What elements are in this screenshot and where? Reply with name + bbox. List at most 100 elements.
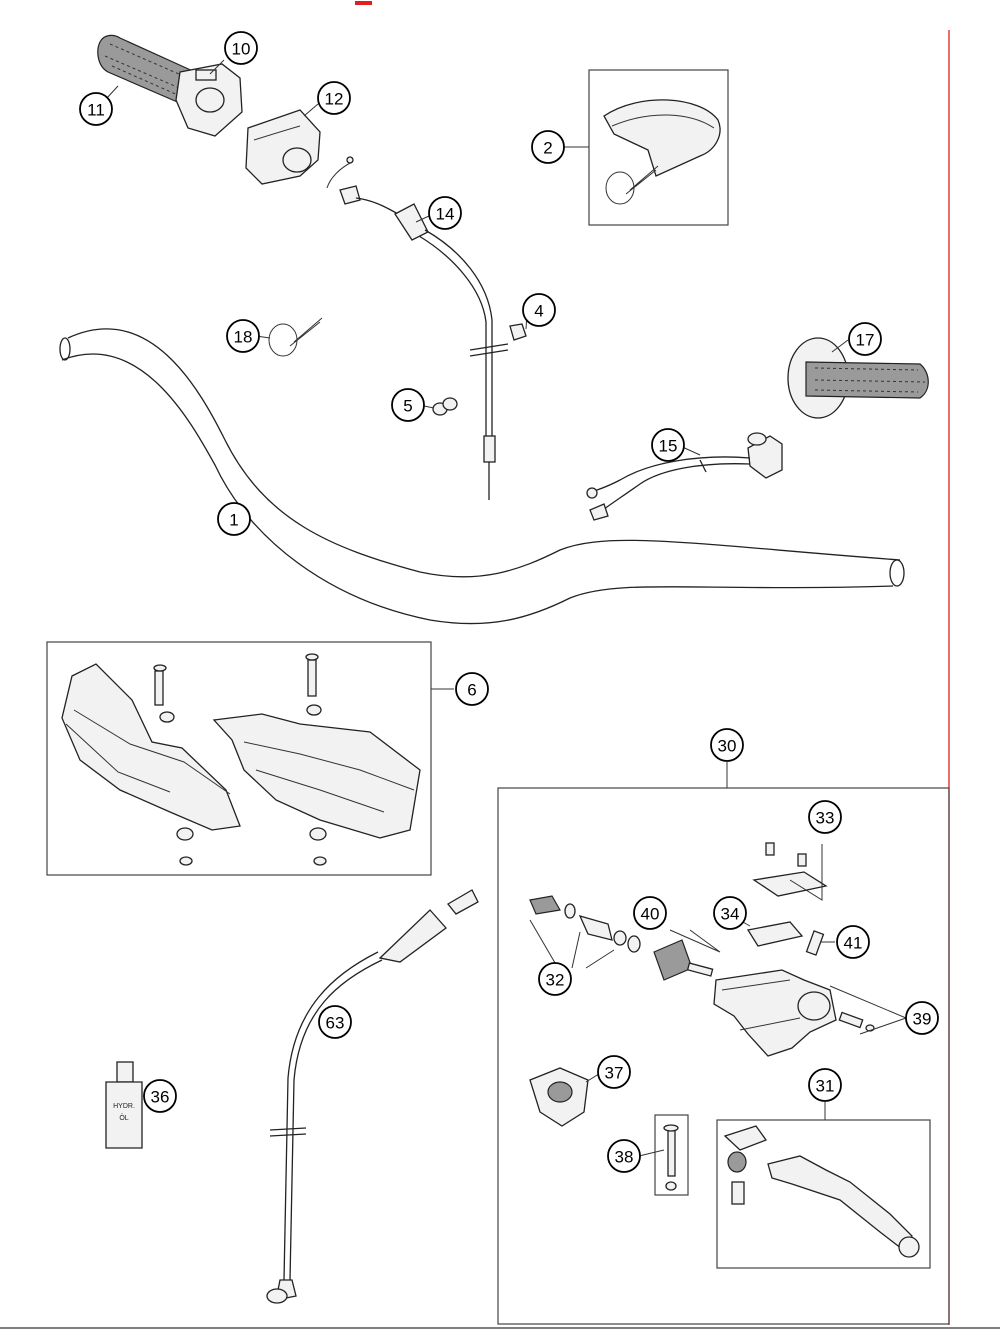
pin-41 <box>805 930 825 956</box>
callout-15: 15 <box>651 428 685 462</box>
brake-line-63 <box>266 889 479 1304</box>
callout-label: 14 <box>436 205 455 224</box>
callout-circle <box>905 1001 939 1035</box>
bolt-38 <box>663 1124 679 1191</box>
callout-34: 34 <box>713 896 747 930</box>
callout-circle <box>607 1139 641 1173</box>
callout-18: 18 <box>226 319 260 353</box>
callout-circle <box>836 925 870 959</box>
callout-31: 31 <box>808 1068 842 1102</box>
throttle-housing <box>175 63 243 137</box>
callout-38: 38 <box>607 1139 641 1173</box>
callout-1: 1 <box>217 502 251 536</box>
callout-label: 33 <box>816 809 835 828</box>
callout-circle <box>455 672 489 706</box>
boot-40 <box>653 929 721 981</box>
fitting-part-5 <box>432 397 458 416</box>
callout-label: 10 <box>232 40 251 59</box>
callout-label: 18 <box>234 328 253 347</box>
callout-label: 6 <box>467 681 476 700</box>
callout-label: 12 <box>325 90 344 109</box>
cable-tie-18 <box>268 317 323 357</box>
callout-label: 63 <box>326 1014 345 1033</box>
callout-circle <box>217 502 251 536</box>
handguard-right <box>212 653 421 866</box>
callout-label: 39 <box>913 1010 932 1029</box>
callout-36: 36 <box>143 1079 177 1113</box>
callout-label: 41 <box>844 934 863 953</box>
kill-switch-15 <box>586 432 783 521</box>
callout-circle <box>224 31 258 65</box>
callout-17: 17 <box>848 322 882 356</box>
callout-label: 36 <box>151 1088 170 1107</box>
cover-part-2 <box>603 99 721 205</box>
callout-circle <box>318 1005 352 1039</box>
handlebar <box>59 328 905 625</box>
callout-label: 4 <box>534 302 543 321</box>
brake-assembly-box-30 <box>497 787 950 1325</box>
callout-circle <box>651 428 685 462</box>
bolt-box-38 <box>654 1114 689 1196</box>
master-cylinder-body <box>713 969 837 1057</box>
callout-11: 11 <box>79 92 113 126</box>
callout-circle <box>391 388 425 422</box>
diaphragm-34 <box>746 921 804 947</box>
reservoir-cap-33 <box>752 842 828 901</box>
piston-set-32 <box>529 895 641 969</box>
callout-circle <box>143 1079 177 1113</box>
callout-4: 4 <box>522 293 556 327</box>
callout-circle <box>531 130 565 164</box>
left-grip-17 <box>787 337 929 419</box>
callout-circle <box>848 322 882 356</box>
handguard-left <box>61 663 241 866</box>
brake-lever-31 <box>723 1125 920 1258</box>
callout-label: 5 <box>403 397 412 416</box>
callout-circle <box>317 81 351 115</box>
callout-33: 33 <box>808 800 842 834</box>
callout-circle <box>597 1055 631 1089</box>
callout-circle <box>538 962 572 996</box>
callout-circle <box>713 896 747 930</box>
callout-14: 14 <box>428 196 462 230</box>
callout-label: 17 <box>856 331 875 350</box>
throttle-cover <box>245 109 321 185</box>
callout-label: 34 <box>721 905 740 924</box>
lever-box-31 <box>716 1119 931 1269</box>
callout-63: 63 <box>318 1005 352 1039</box>
callout-circle <box>428 196 462 230</box>
callout-circle <box>710 728 744 762</box>
bottle-label-line1: HYDR. <box>113 1103 135 1110</box>
callout-40: 40 <box>633 896 667 930</box>
cable-connector <box>326 156 361 205</box>
bolt-39 <box>829 985 907 1035</box>
callout-37: 37 <box>597 1055 631 1089</box>
callout-6: 6 <box>455 672 489 706</box>
callout-label: 2 <box>543 139 552 158</box>
callout-circle <box>226 319 260 353</box>
callout-circle <box>633 896 667 930</box>
hydraulic-oil-bottle-36: HYDR. ÖL <box>105 1061 143 1149</box>
nut-part-4 <box>509 323 527 341</box>
callout-label: 37 <box>605 1064 624 1083</box>
callout-label: 1 <box>229 511 238 530</box>
callout-label: 38 <box>615 1148 634 1167</box>
callout-label: 30 <box>718 737 737 756</box>
bottle-label-line2: ÖL <box>119 1114 128 1122</box>
callout-label: 31 <box>816 1077 835 1096</box>
callout-41: 41 <box>836 925 870 959</box>
callout-2: 2 <box>531 130 565 164</box>
callout-label: 11 <box>87 101 105 120</box>
callout-label: 40 <box>641 905 660 924</box>
callout-circle <box>79 92 113 126</box>
callout-circle <box>808 800 842 834</box>
handguard-box-6 <box>46 641 432 876</box>
callout-circle <box>808 1068 842 1102</box>
clamp-37 <box>529 1067 589 1127</box>
callout-label: 15 <box>659 437 678 456</box>
callout-30: 30 <box>710 728 744 762</box>
callout-12: 12 <box>317 81 351 115</box>
callout-5: 5 <box>391 388 425 422</box>
